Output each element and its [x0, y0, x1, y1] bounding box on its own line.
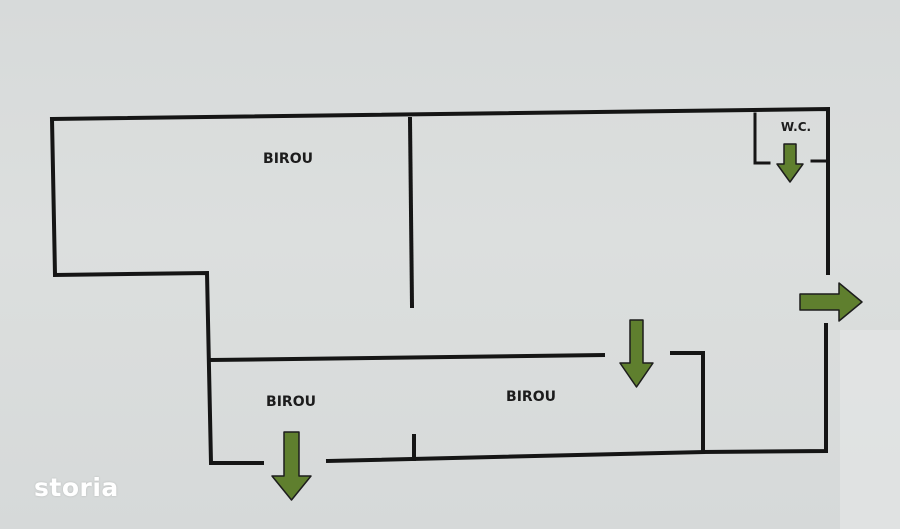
- outer-wall-left: [49, 116, 264, 465]
- arrow-down-icon: [776, 143, 804, 183]
- walls: [49, 106, 830, 465]
- partition-lower-offices-top: [208, 352, 606, 363]
- room-label-top-office: BIROU: [263, 151, 313, 167]
- room-label-wc: W.C.: [781, 120, 811, 134]
- wc-wall: [753, 112, 771, 165]
- watermark-logo: storia: [34, 473, 119, 502]
- outer-wall-right-lower: [700, 323, 828, 455]
- room-label-lower-right-office: BIROU: [506, 389, 556, 405]
- background-highlight: [840, 330, 900, 529]
- arrows: [271, 143, 863, 501]
- arrow-right-icon: [799, 282, 863, 322]
- outer-wall-top: [49, 106, 830, 275]
- room-labels: BIROU BIROU BIROU W.C.: [263, 120, 811, 410]
- outer-wall-bottom: [325, 449, 706, 464]
- arrow-down-icon: [271, 431, 312, 501]
- partition-door-jamb: [670, 351, 705, 454]
- arrow-down-icon: [619, 319, 654, 388]
- room-label-lower-left-office: BIROU: [266, 394, 316, 410]
- partition-top-rooms: [407, 116, 415, 309]
